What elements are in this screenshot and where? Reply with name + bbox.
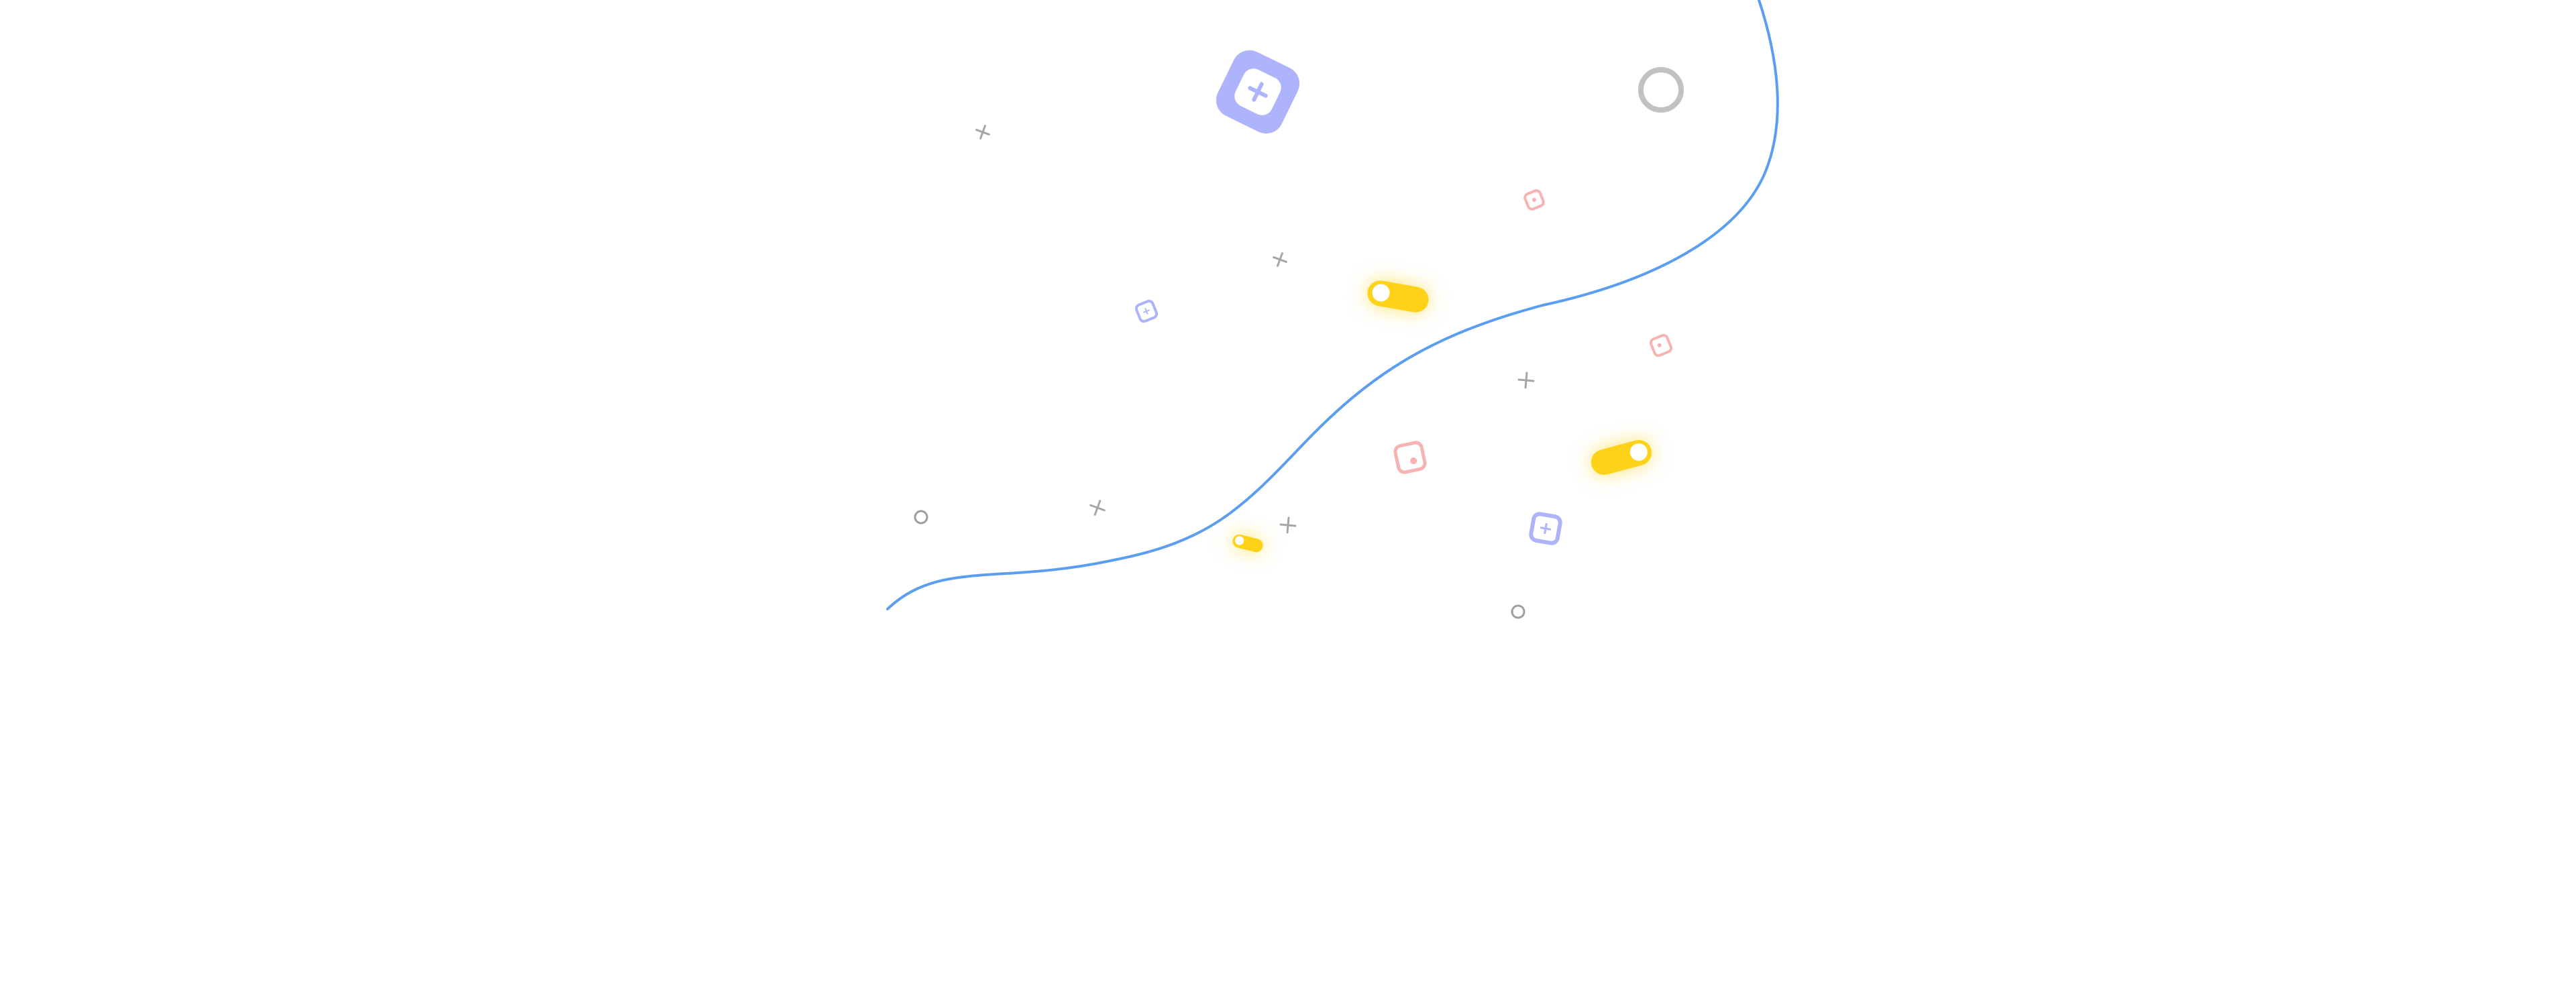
dot-square-icon (1649, 333, 1673, 358)
small-circle-icon (914, 510, 928, 525)
cross-sparkle-icon (1089, 500, 1106, 516)
plus-square-icon (1216, 50, 1300, 134)
flowing-curve (886, 0, 1779, 610)
dot-square-icon (1523, 189, 1545, 211)
toggle-switch-icon (1591, 440, 1652, 475)
cross-sparkle-icon (1517, 372, 1535, 389)
plus-square-icon (1134, 299, 1159, 323)
ring-icon (1638, 67, 1684, 113)
cross-sparkle-icon (1273, 252, 1287, 267)
dot-square-icon (1393, 441, 1427, 474)
small-circle-icon (1511, 604, 1525, 619)
cross-sparkle-icon (1279, 516, 1297, 534)
toggle-switch-icon (1232, 534, 1263, 553)
cross-sparkle-icon (975, 125, 990, 140)
toggle-switch-icon (1367, 280, 1429, 313)
plus-square-icon (1529, 512, 1562, 545)
